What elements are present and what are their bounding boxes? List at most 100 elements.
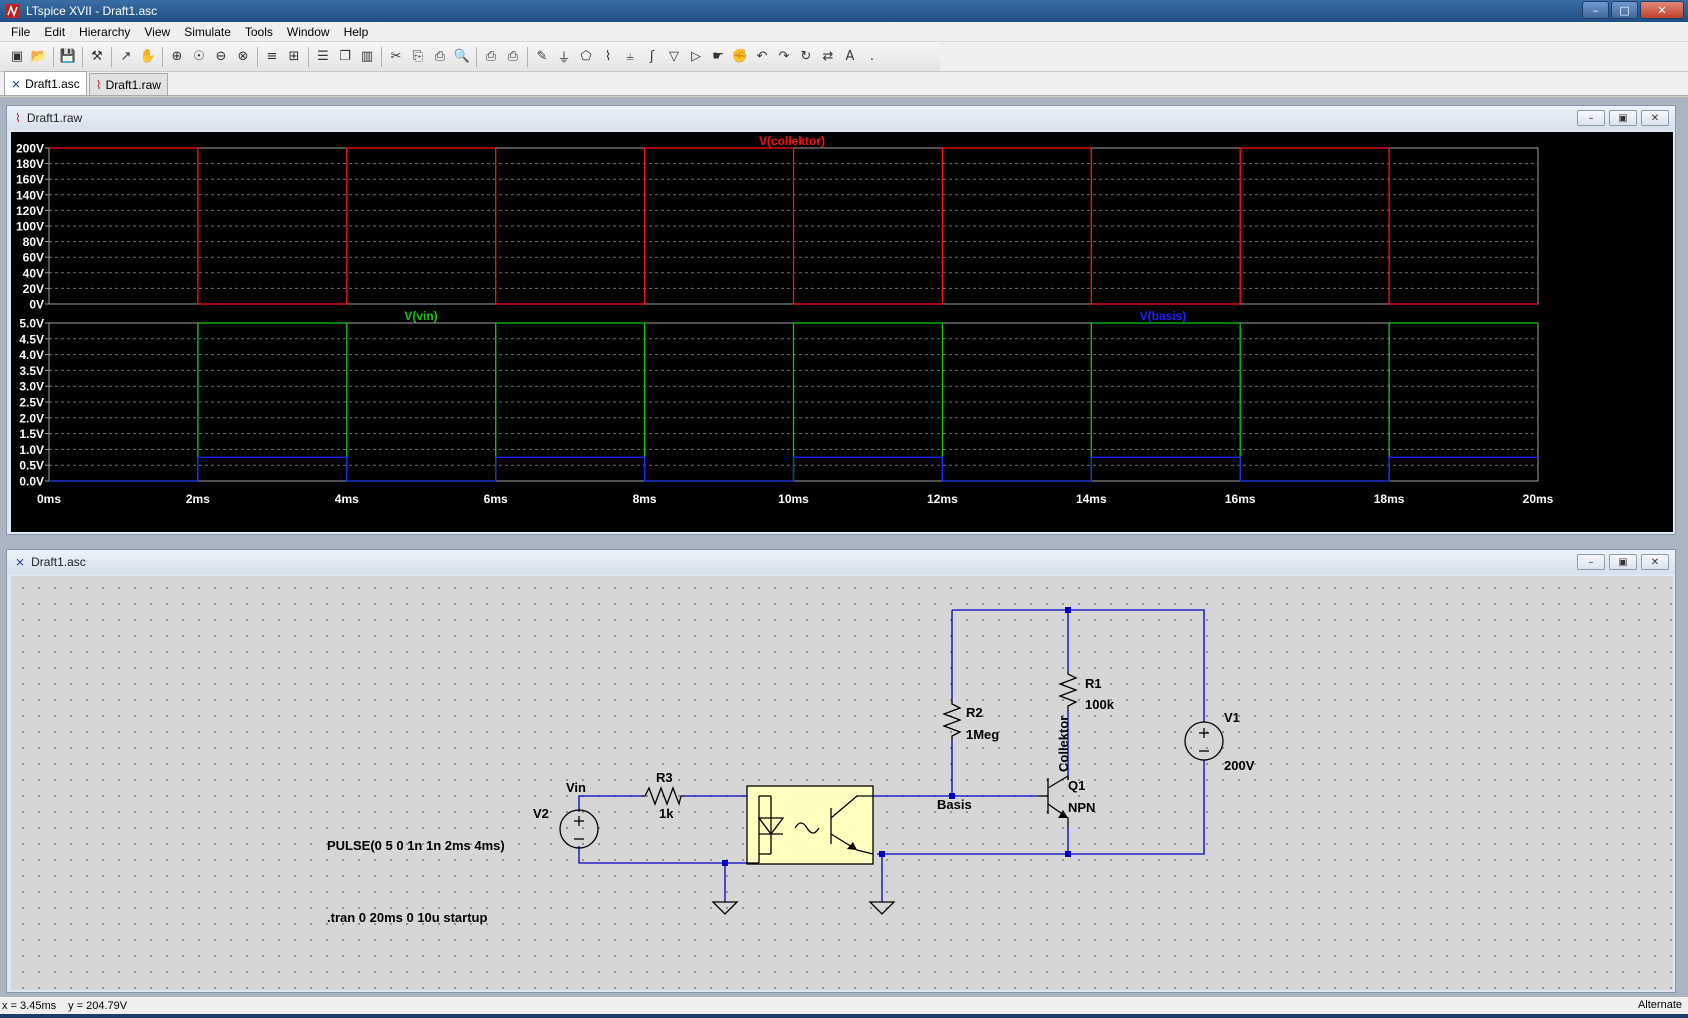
print-icon[interactable]: ⎙ bbox=[507, 49, 519, 64]
r3-name-label[interactable]: R3 bbox=[656, 770, 673, 785]
component-icon[interactable]: ▷ bbox=[691, 49, 701, 64]
ground-symbol[interactable] bbox=[711, 901, 739, 915]
print-setup-icon[interactable]: ⎙ bbox=[485, 49, 497, 64]
schematic-canvas[interactable]: R2 1Meg R1 100k V1 200V Q1 NPN R3 1k V2 … bbox=[11, 576, 1673, 990]
open-folder-icon[interactable]: 📂 bbox=[30, 49, 48, 64]
wire[interactable] bbox=[952, 609, 1205, 722]
capacitor-icon[interactable]: ⫨ bbox=[626, 49, 634, 64]
menu-help[interactable]: Help bbox=[343, 24, 369, 39]
menu-view[interactable]: View bbox=[144, 24, 171, 39]
close-button[interactable]: ✕ bbox=[1641, 554, 1669, 570]
taskbar bbox=[0, 1014, 1688, 1018]
net-label-basis[interactable]: Basis bbox=[937, 797, 972, 812]
minimize-button[interactable]: – bbox=[1582, 1, 1609, 19]
toolbar-separator bbox=[257, 46, 258, 67]
menu-tools[interactable]: Tools bbox=[244, 24, 273, 39]
find-icon[interactable]: 🔍 bbox=[453, 49, 471, 64]
wire[interactable] bbox=[877, 760, 1205, 855]
run-icon[interactable]: ↗ bbox=[120, 49, 132, 64]
label-net-icon[interactable]: ⬠ bbox=[580, 49, 592, 64]
v1-name-label[interactable]: V1 bbox=[1224, 710, 1240, 725]
cut-icon[interactable]: ✂ bbox=[390, 49, 402, 64]
menu-window[interactable]: Window bbox=[286, 24, 330, 39]
zoom-fit-icon[interactable]: ⊗ bbox=[237, 49, 249, 64]
r1-value-label[interactable]: 100k bbox=[1085, 697, 1115, 712]
x-tick-label: 6ms bbox=[484, 492, 508, 506]
cascade-icon[interactable]: ❐ bbox=[339, 49, 351, 64]
wire[interactable] bbox=[578, 795, 641, 812]
minimize-button[interactable]: – bbox=[1577, 110, 1605, 126]
tab-draft1-raw[interactable]: ⌇ Draft1.raw bbox=[88, 73, 168, 95]
move-hand-icon[interactable]: ☛ bbox=[712, 49, 724, 64]
spice-directive[interactable]: .tran 0 20ms 0 10u startup bbox=[327, 910, 487, 925]
maximize-button[interactable]: ▣ bbox=[1609, 554, 1637, 570]
wire[interactable] bbox=[578, 846, 747, 864]
trace-v-basis[interactable] bbox=[49, 456, 1538, 482]
v1-value-label[interactable]: 200V bbox=[1224, 758, 1255, 773]
voltage-source-v1[interactable] bbox=[1184, 721, 1224, 761]
trace-label[interactable]: V(collektor) bbox=[759, 134, 825, 148]
close-button[interactable]: ✕ bbox=[1641, 110, 1669, 126]
zoom-in-icon[interactable]: ⊕ bbox=[171, 49, 183, 64]
menu-edit[interactable]: Edit bbox=[44, 24, 66, 39]
menu-hierarchy[interactable]: Hierarchy bbox=[79, 24, 131, 39]
trace-v-collektor[interactable] bbox=[49, 147, 1538, 305]
trace-v-vin[interactable] bbox=[49, 322, 1538, 482]
resistor-r2-symbol[interactable] bbox=[942, 701, 962, 740]
r2-value-label[interactable]: 1Meg bbox=[966, 727, 999, 742]
q1-name-label[interactable]: Q1 bbox=[1068, 778, 1085, 793]
grid-icon[interactable]: ⊞ bbox=[288, 49, 300, 64]
menu-simulate[interactable]: Simulate bbox=[184, 24, 231, 39]
net-label-vin[interactable]: Vin bbox=[566, 780, 586, 795]
y-tick-label: 2.0V bbox=[19, 411, 44, 425]
r1-name-label[interactable]: R1 bbox=[1085, 676, 1102, 691]
menu-file[interactable]: File bbox=[11, 24, 31, 39]
inductor-icon[interactable]: ʃ bbox=[649, 49, 655, 64]
resistor-r3-symbol[interactable] bbox=[641, 786, 685, 807]
diode-icon[interactable]: ▽ bbox=[669, 49, 679, 64]
maximize-button[interactable]: ▣ bbox=[1609, 110, 1637, 126]
trace-label[interactable]: V(vin) bbox=[404, 309, 437, 323]
close-button[interactable]: ✕ bbox=[1640, 1, 1684, 19]
control-panel-icon[interactable]: ⚒ bbox=[91, 49, 103, 64]
resistor-icon[interactable]: ⌇ bbox=[604, 49, 612, 64]
v2-name-label[interactable]: V2 bbox=[533, 806, 549, 821]
spice-directive-icon[interactable]: . bbox=[869, 49, 875, 64]
resistor-r1-symbol[interactable] bbox=[1058, 671, 1078, 711]
paste-icon[interactable]: ⎙ bbox=[434, 49, 446, 64]
draw-wire-icon[interactable]: ✎ bbox=[536, 49, 548, 64]
tile-horizontal-icon[interactable]: ☰ bbox=[317, 49, 329, 64]
transistor-q1-symbol[interactable] bbox=[1038, 774, 1069, 828]
tile-vertical-icon[interactable]: ▥ bbox=[360, 49, 374, 64]
zoom-out-icon[interactable]: ⊖ bbox=[215, 49, 227, 64]
halt-hand-icon[interactable]: ✋ bbox=[139, 49, 157, 64]
net-label-collektor[interactable]: Collektor bbox=[1056, 716, 1071, 772]
minimize-button[interactable]: – bbox=[1577, 554, 1605, 570]
redo-icon[interactable]: ↷ bbox=[778, 49, 790, 64]
r2-name-label[interactable]: R2 bbox=[966, 705, 983, 720]
voltage-source-v2[interactable] bbox=[559, 809, 599, 849]
undo-icon[interactable]: ↶ bbox=[756, 49, 768, 64]
mirror-icon[interactable]: ⇄ bbox=[822, 49, 834, 64]
optocoupler-symbol[interactable] bbox=[746, 785, 874, 865]
ground-icon[interactable]: ⏚ bbox=[557, 51, 571, 66]
q1-model-label[interactable]: NPN bbox=[1068, 800, 1095, 815]
new-schematic-icon[interactable]: ▣ bbox=[10, 49, 24, 64]
text-icon[interactable]: A bbox=[845, 49, 855, 64]
autorange-icon[interactable]: ≡ bbox=[266, 49, 278, 64]
trace-label[interactable]: V(basis) bbox=[1140, 309, 1187, 323]
drag-hand-icon[interactable]: ✊ bbox=[731, 49, 749, 64]
rotate-icon[interactable]: ↻ bbox=[800, 49, 812, 64]
maximize-button[interactable]: □ bbox=[1611, 1, 1638, 19]
ground-symbol[interactable] bbox=[868, 901, 896, 915]
copy-icon[interactable]: ⎘ bbox=[412, 49, 424, 64]
r3-value-label[interactable]: 1k bbox=[659, 806, 674, 821]
v2-value-label[interactable]: PULSE(0 5 0 1n 1n 2ms 4ms) bbox=[327, 838, 505, 853]
pan-icon[interactable]: ☉ bbox=[193, 49, 205, 64]
tab-draft1-asc[interactable]: ⨯ Draft1.asc bbox=[4, 71, 87, 95]
schematic-drawing: R2 1Meg R1 100k V1 200V Q1 NPN R3 1k V2 … bbox=[327, 607, 1255, 925]
x-tick-label: 18ms bbox=[1374, 492, 1405, 506]
save-icon[interactable]: 💾 bbox=[59, 49, 77, 64]
